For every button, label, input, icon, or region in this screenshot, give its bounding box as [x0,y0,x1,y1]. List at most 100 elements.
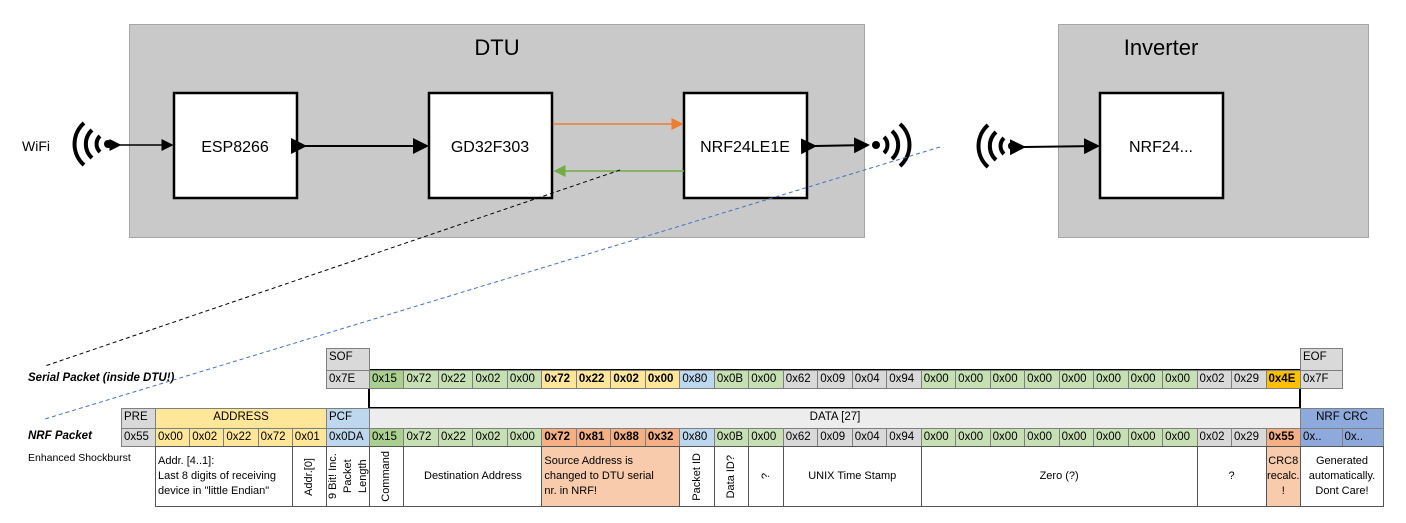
nrf-byte: 0x0B [713,428,750,447]
sof-header: SOF [326,348,370,371]
serial-byte: 0x00 [748,370,784,389]
unix-timestamp-description: UNIX Time Stamp [782,446,922,507]
nrf-byte: 0x00 [748,428,784,447]
nrf-byte: 0x32 [644,428,681,447]
serial-byte: 0x72 [541,370,577,389]
serial-byte: 0x02 [1196,370,1233,389]
serial-byte: 0x00 [989,370,1026,389]
nrf-byte: 0x55 [1265,428,1301,447]
nrf-byte: 0x09 [817,428,853,447]
serial-byte: 0x62 [782,370,819,389]
nrf-byte: 0x00 [1093,428,1129,447]
nrf-byte: 0x02 [1196,428,1233,447]
serial-byte: 0x00 [955,370,991,389]
wifi-label: WiFi [22,138,50,154]
nrf24-inverter-chip [1098,91,1225,200]
serial-packet-label: Serial Packet (inside DTU!) [28,372,175,384]
antenna-nrf-inverter-link [1009,138,1100,156]
dtu-title: DTU [474,35,519,60]
nrf-packet-pointer [44,146,941,420]
gd32-label: GD32F303 [451,139,529,156]
nrf-byte: 0x81 [575,428,612,447]
nrf-antenna-link [800,137,870,155]
serial-byte: 0x29 [1231,370,1267,389]
nrf-crc-header: NRF CRC [1300,408,1384,429]
address-byte: 0x02 [189,428,225,447]
serial-byte: 0x00 [1024,370,1060,389]
pcf-byte: 0x0DA [326,428,370,447]
nrf24le1e-chip [682,91,809,200]
pre-byte: 0x55 [121,428,156,447]
address-byte: 0x72 [257,428,293,447]
eof-byte: 0x7F [1300,370,1343,389]
nrf-byte: 0x15 [369,428,405,447]
serial-byte: 0x04 [851,370,888,389]
sof-byte: 0x7E [326,370,370,389]
nrf-byte: 0x72 [541,428,577,447]
serial-byte: 0x02 [472,370,508,389]
nrf-byte: 0x00 [506,428,543,447]
unknown-field-description: ? [748,446,784,507]
data-id-description: Data ID? [713,446,750,507]
esp8266-label: ESP8266 [201,139,269,156]
wifi-antenna-icon [72,121,112,167]
pcf-description: 9 Bit! Inc. Packet Length [326,446,370,507]
serial-byte: 0x22 [575,370,612,389]
nrf-byte: 0x00 [1024,428,1060,447]
serial-byte: 0x80 [679,370,715,389]
serial-byte: 0x00 [506,370,543,389]
command-description: Command [369,446,405,507]
nrf-byte: 0x00 [955,428,991,447]
serial-byte: 0x22 [437,370,474,389]
unknown-field-2-description: ? [1196,446,1267,507]
serial-packet-pointer [44,169,621,367]
nrf24le1e-label: NRF24LE1E [700,139,790,156]
address-header: ADDRESS [155,408,327,429]
nrf-byte: 0x29 [1231,428,1267,447]
address-byte: 0x22 [223,428,259,447]
nrf-byte: 0x02 [472,428,508,447]
address-byte: 0x01 [291,428,327,447]
serial-byte: 0x00 [644,370,681,389]
nrf-crc-byte: 0x.. [1341,428,1384,447]
nrf-packet-sublabel: Enhanced Shockburst [28,452,131,464]
nrf-byte: 0x22 [437,428,474,447]
nrf-byte: 0x00 [920,428,957,447]
nrf-byte: 0x94 [886,428,922,447]
serial-byte: 0x00 [1127,370,1164,389]
data-header: DATA [27] [369,408,1301,429]
serial-byte: 0x00 [920,370,957,389]
serial-byte: 0x00 [1162,370,1198,389]
addr-0-description: Addr.[0] [292,446,327,507]
nrf-byte: 0x00 [1058,428,1095,447]
serial-byte: 0x4E [1265,370,1301,389]
nrf-byte: 0x62 [782,428,819,447]
serial-byte: 0x15 [369,370,405,389]
destination-address-description: Destination Address [403,446,543,507]
nrf-byte: 0x88 [610,428,646,447]
serial-byte: 0x0B [713,370,750,389]
serial-byte: 0x02 [610,370,646,389]
eof-header: EOF [1300,348,1343,371]
nrf-antenna-icon [872,122,912,168]
serial-byte: 0x72 [403,370,439,389]
nrf-byte: 0x04 [851,428,888,447]
nrf-crc-byte: 0x.. [1300,428,1343,447]
nrf24-inverter-label: NRF24... [1129,139,1193,156]
nrf-byte: 0x80 [679,428,715,447]
nrf-byte: 0x00 [1162,428,1198,447]
nrf-byte: 0x00 [1127,428,1164,447]
address-byte: 0x00 [155,428,191,447]
packet-id-description: Packet ID [679,446,715,507]
inverter-title: Inverter [1124,35,1199,60]
gd32-chip [427,91,554,200]
inverter-antenna-icon [976,123,1016,169]
nrf-byte: 0x00 [989,428,1026,447]
serial-byte: 0x00 [1093,370,1129,389]
nrf-packet-label: NRF Packet [28,430,92,442]
